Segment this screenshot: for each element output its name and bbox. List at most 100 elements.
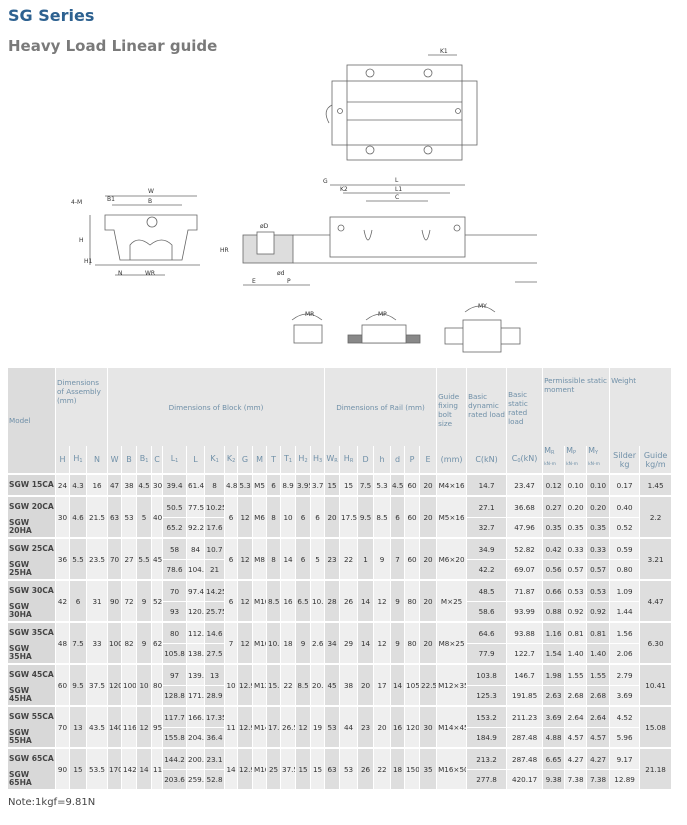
cell-e: 20 — [420, 537, 438, 579]
cell-h2: 9 — [296, 621, 312, 663]
cell-slider: 9.17 — [610, 747, 641, 769]
cell-my: 0.81 — [587, 621, 611, 643]
cell-l: 97.4 — [187, 579, 206, 601]
cell-hr: 15 — [340, 473, 359, 495]
cell-bolt: M6×20 — [437, 537, 468, 579]
subheader-subscript: P — [572, 450, 576, 456]
cell-n: 37.5 — [87, 663, 109, 705]
cell-b: 38 — [122, 473, 138, 495]
cell-g: 12.9 — [238, 747, 254, 789]
cell-h2: 3.95 — [296, 473, 312, 495]
subheader-label: M — [588, 446, 595, 455]
cell-h: 60 — [56, 663, 70, 705]
cell-w: 170 — [108, 747, 123, 789]
cell-hr: 29 — [340, 621, 359, 663]
label-l1: L1 — [395, 186, 402, 193]
cell-d: 7.5 — [358, 473, 375, 495]
cell-k2: 7 — [225, 621, 239, 663]
table-row: SGW 65CA901553.517014214110144.2200.223.… — [8, 747, 673, 789]
subheader-label: d — [395, 455, 401, 464]
cell-h: 8.5 — [374, 495, 392, 537]
label-h1: H1 — [84, 258, 93, 265]
cell-mr: 0.56 — [543, 559, 566, 579]
label-hr: HR — [220, 247, 229, 254]
cell-n: 43.5 — [87, 705, 109, 747]
cell-t: 8 — [267, 495, 282, 537]
cell-e: 30 — [420, 705, 438, 747]
cell-guide: 6.30 — [640, 621, 673, 663]
cell-l: 138.2 — [187, 643, 206, 663]
subheader-label: H — [312, 453, 319, 463]
subheader-subscript: R — [349, 457, 354, 464]
cell-mp: 0.92 — [565, 601, 588, 621]
cell-my: 4.57 — [587, 727, 611, 747]
cell-l: 112.4 — [187, 621, 206, 643]
cell-b: 116 — [122, 705, 138, 747]
cell-c0: 122.7 — [507, 643, 544, 663]
label-mp: MP — [378, 311, 387, 318]
cell-p: 60 — [405, 473, 421, 495]
cell-mp: 2.64 — [565, 705, 588, 727]
subheader-col: (mm) — [437, 446, 468, 473]
cell-l1: 105.8 — [163, 643, 188, 663]
subheader-label: H — [298, 453, 305, 463]
cell-m: M10 — [253, 579, 268, 621]
cell-wr: 34 — [325, 621, 341, 663]
cell-k1: 10.25 — [205, 495, 226, 517]
cell-k2: 14 — [225, 747, 239, 789]
cell-c: 62 — [152, 621, 164, 663]
label-w: W — [148, 188, 154, 195]
cell-guide: 21.18 — [640, 747, 673, 789]
cell-h3: 15 — [311, 747, 326, 789]
cell-my: 1.55 — [587, 663, 611, 685]
cell-k1: 21 — [205, 559, 226, 579]
cell-k2: 10 — [225, 663, 239, 705]
subheader-col: d — [391, 446, 406, 473]
cell-h: 90 — [56, 747, 70, 789]
cell-l1: 70 — [163, 579, 188, 601]
cell-mr: 1.54 — [543, 643, 566, 663]
subheader-label: B — [126, 455, 132, 464]
header-static-load: Basic static rated load — [507, 368, 544, 446]
cell-w: 70 — [108, 537, 123, 579]
cell-mr: 0.35 — [543, 517, 566, 537]
cell-l: 166.7 — [187, 705, 206, 727]
model-cell: SGW 65CA — [8, 747, 56, 769]
cell-slider: 0.40 — [610, 495, 641, 517]
model-cell: SGW 55HA — [8, 727, 56, 747]
cell-g: 12 — [238, 621, 254, 663]
model-cell: SGW 35CA — [8, 621, 56, 643]
cell-t: 8.5 — [267, 579, 282, 621]
cell-m: M6 — [253, 495, 268, 537]
cell-k1: 17.35 — [205, 705, 226, 727]
cell-cd: 277.8 — [467, 769, 508, 789]
cell-t1: 10 — [281, 495, 297, 537]
cell-h: 48 — [56, 621, 70, 663]
cell-my: 1.40 — [587, 643, 611, 663]
cell-h2: 12 — [296, 705, 312, 747]
cell-slider: 0.59 — [610, 537, 641, 559]
cell-cd: 48.5 — [467, 579, 508, 601]
cell-t: 6 — [267, 473, 282, 495]
subheader-subscript: 0 — [517, 457, 521, 464]
label-b: B — [148, 198, 152, 205]
cell-c0: 287.48 — [507, 747, 544, 769]
subheader-subscript: R — [550, 450, 555, 456]
label-k2: K2 — [340, 186, 348, 193]
cell-hr: 22 — [340, 537, 359, 579]
cell-h2: 6 — [296, 495, 312, 537]
cell-c0: 93.88 — [507, 621, 544, 643]
subheader-label: W — [110, 455, 119, 464]
subheader-label: T — [283, 453, 289, 463]
cell-n: 23.5 — [87, 537, 109, 579]
cell-e: 20 — [420, 473, 438, 495]
cell-k1: 13 — [205, 663, 226, 685]
page-subtitle: Heavy Load Linear guide — [8, 37, 218, 55]
cell-p: 60 — [405, 537, 421, 579]
cell-h3: 20.5 — [311, 663, 326, 705]
model-cell: SGW 65HA — [8, 769, 56, 789]
subheader-label: B — [139, 453, 146, 463]
cell-my: 2.64 — [587, 705, 611, 727]
